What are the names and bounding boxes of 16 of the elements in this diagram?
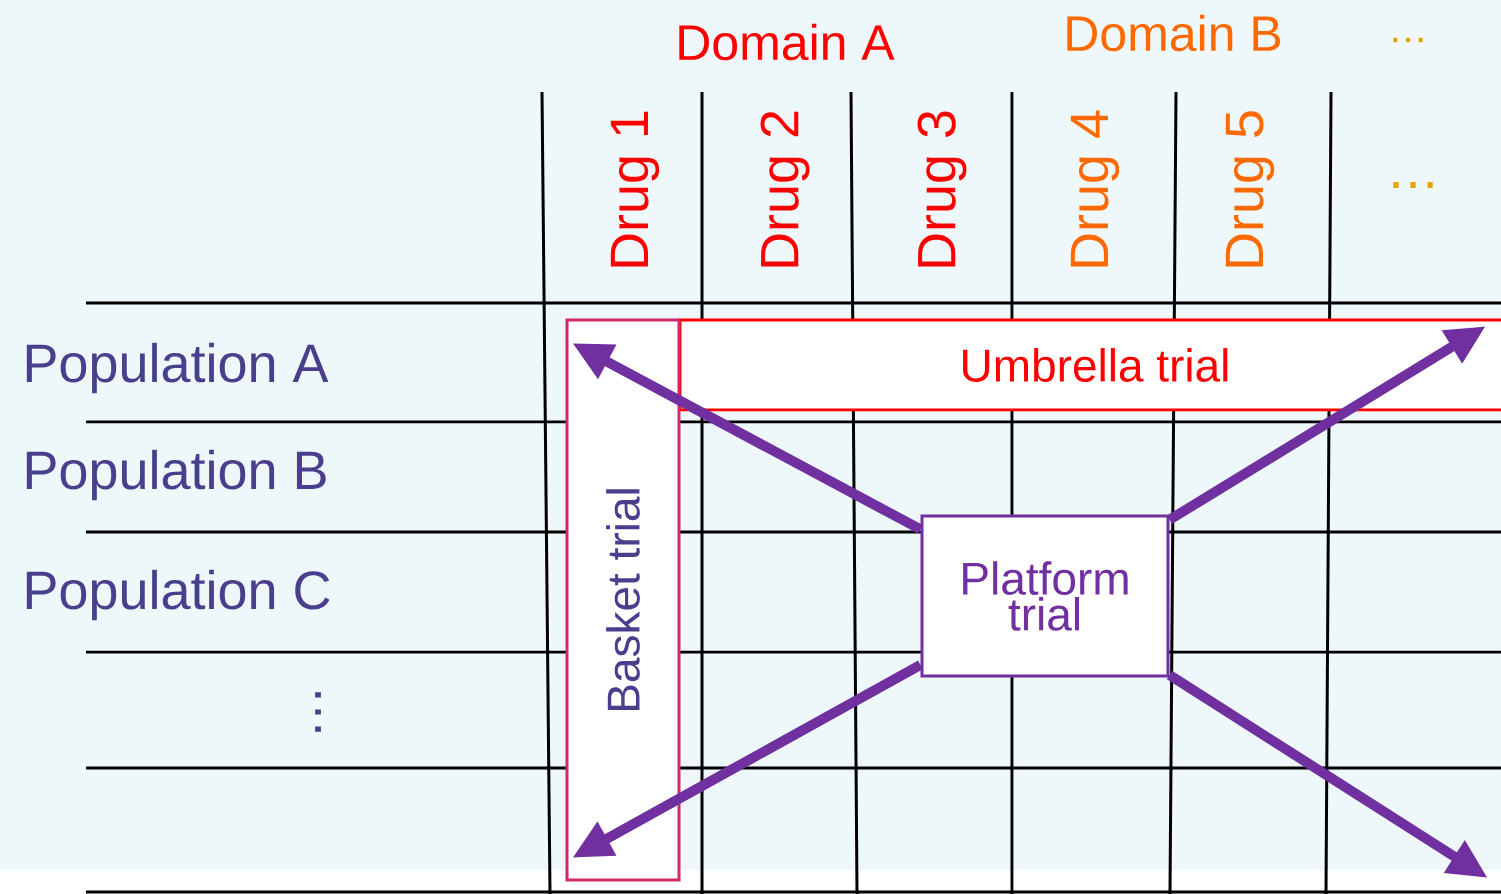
- population-label: Population A: [26, 342, 329, 394]
- basket-box: Basket trial: [565, 318, 681, 882]
- drug-label: Drug 5: [1225, 111, 1275, 267]
- drug-label: Drug 3: [917, 111, 967, 267]
- platform-box: Platform trial: [920, 514, 1170, 678]
- drug-label: Drug 1: [610, 111, 660, 267]
- population-label: Population B: [26, 449, 326, 501]
- ellipsis: …: [315, 692, 321, 732]
- domain-label: Domain A: [679, 23, 895, 61]
- population-label: Population C: [26, 569, 330, 621]
- ellipsis: …: [1393, 37, 1423, 43]
- drug-label: Drug 4: [1070, 110, 1120, 267]
- drug-label: Drug 2: [760, 111, 810, 267]
- domain-label: Domain B: [1067, 14, 1281, 52]
- umbrella-band: Umbrella trial: [678, 318, 1501, 412]
- ellipsis: …: [1393, 182, 1433, 188]
